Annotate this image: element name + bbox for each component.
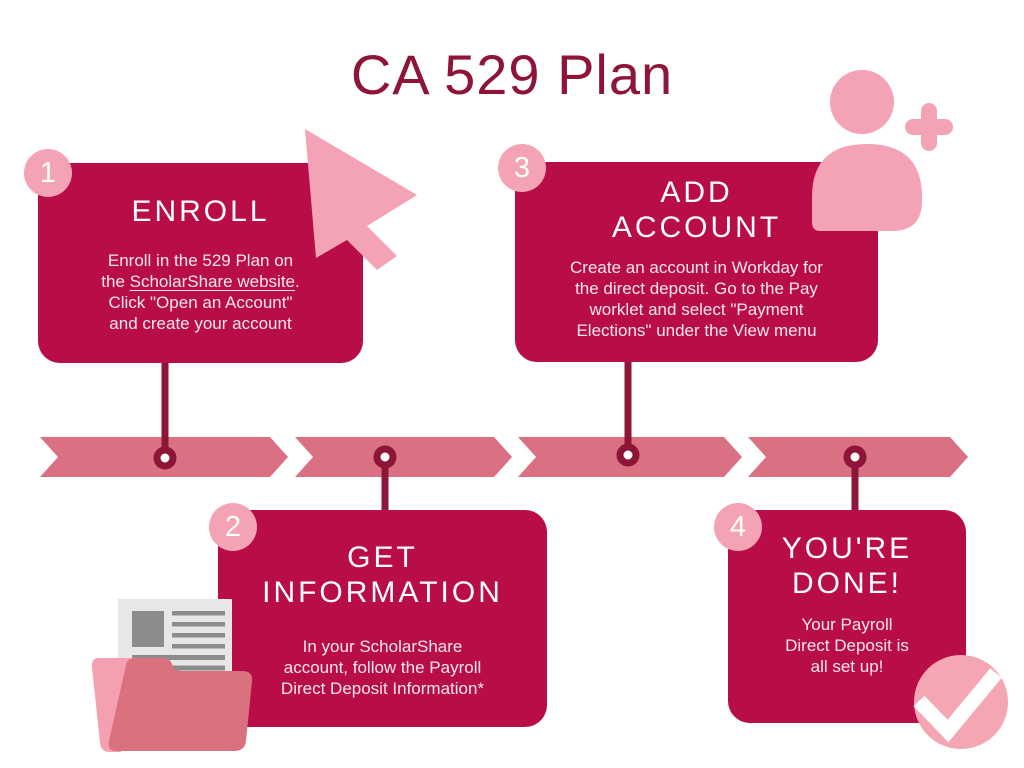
timeline-segment-4 [748,437,968,477]
page-title: CA 529 Plan [350,43,674,106]
step-body-youre-done: Your Payroll Direct Deposit is all set u… [785,615,909,677]
scholarshare-website-link[interactable]: ScholarShare website [129,271,295,291]
enroll-body-pre: Enroll in the 529 Plan on the [101,250,294,291]
step-heading-enroll: ENROLL [131,195,270,228]
step-number-badge-1: 1 [24,149,72,197]
step-box-youre-done: YOU'RE DONE! Your Payroll Direct Deposit… [728,510,966,723]
folder-back-flap [91,658,137,752]
connector-dot-step-1 [153,446,177,470]
document-image-block [132,611,164,647]
enroll-body-post: . Click "Open an Account" and create you… [108,271,300,333]
step-box-get-information: GET INFORMATION In your ScholarShare acc… [218,510,547,727]
plus-horizontal-bar [905,119,953,135]
step-box-add-account: ADD ACCOUNT Create an account in Workday… [515,162,878,362]
connector-dot-step-4 [843,445,867,469]
step-box-enroll: ENROLL Enroll in the 529 Plan on the Sch… [38,163,363,363]
plus-vertical-bar [921,103,937,151]
step-body-add-account: Create an account in Workday for the dir… [570,258,823,341]
document-sheet [118,599,232,677]
step-connectors [153,362,867,512]
step-body-get-information: In your ScholarShare account, follow the… [280,637,485,699]
timeline-segment-1 [40,437,288,477]
step-heading-add-account: ADD ACCOUNT [611,176,782,244]
step-body-enroll: Enroll in the 529 Plan on the ScholarSha… [38,250,363,334]
connector-dot-step-2 [373,445,397,469]
step-number-badge-4: 4 [714,503,762,551]
step-heading-youre-done: YOU'RE DONE! [781,532,913,600]
timeline-segment-3 [518,437,742,477]
step-number-badge-3: 3 [498,144,546,192]
step-heading-get-information: GET INFORMATION [262,541,503,609]
timeline-arrow-band [40,437,968,477]
connector-dot-step-3 [616,443,640,467]
step-number-badge-2: 2 [209,503,257,551]
timeline-segment-2 [295,437,512,477]
document-text-lines [132,611,225,671]
